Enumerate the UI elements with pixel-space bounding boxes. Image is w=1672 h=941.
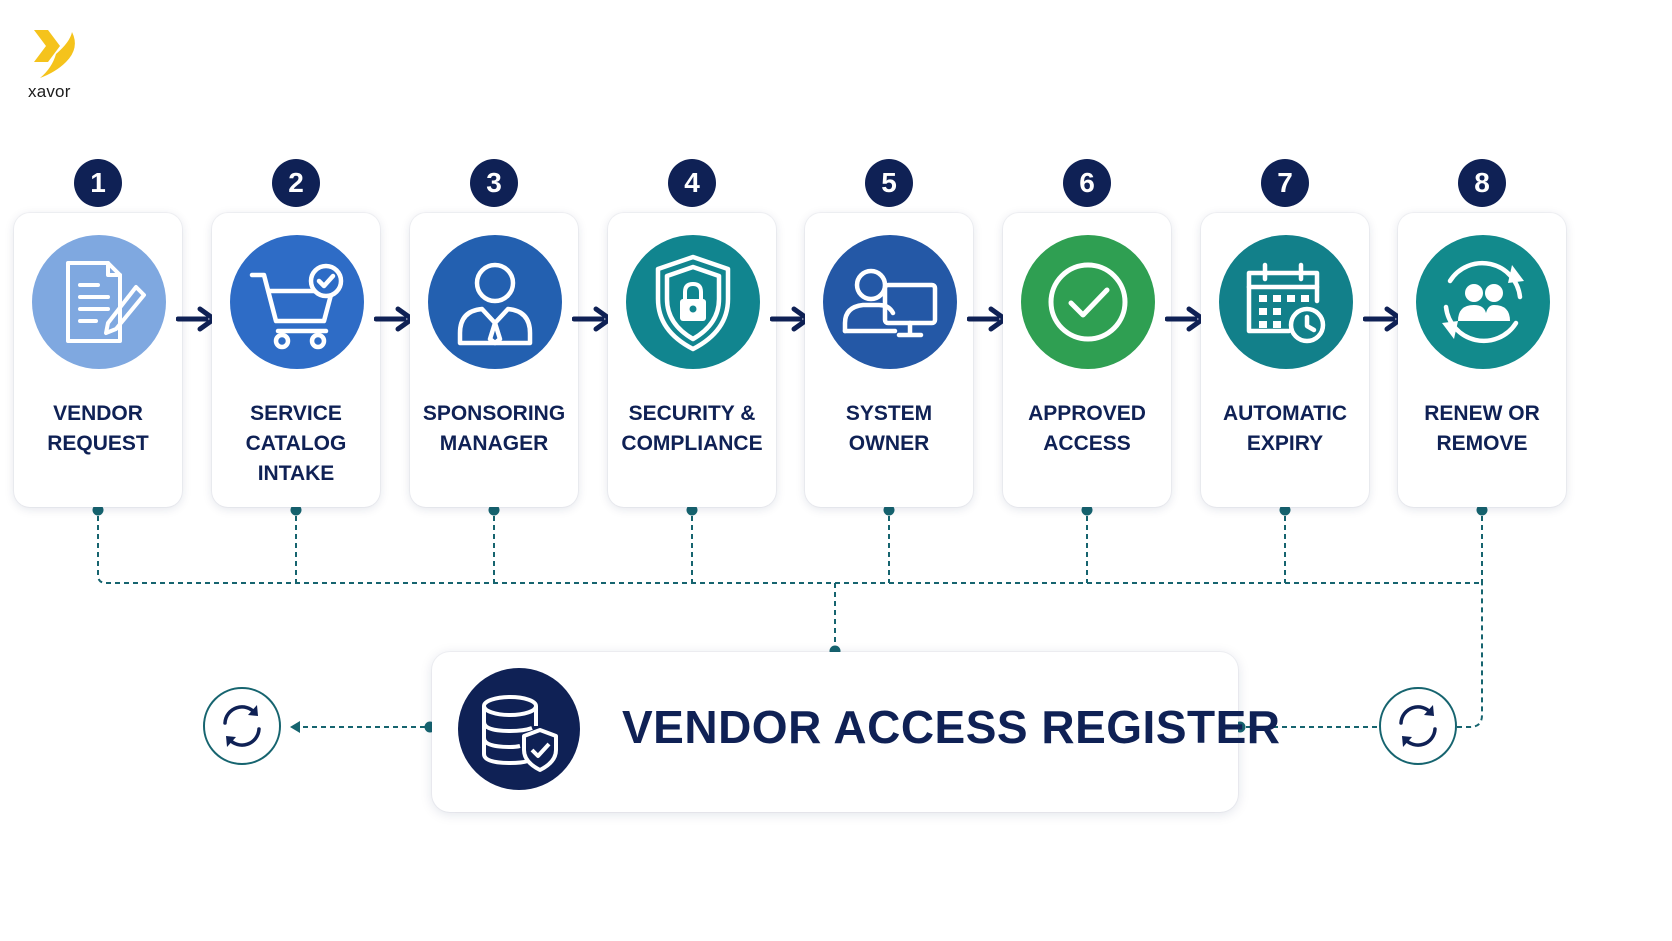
- step-label-line: RENEW OR: [1424, 402, 1540, 425]
- step-label: SYSTEM OWNER: [805, 399, 973, 459]
- shopping-cart-check-icon: [230, 235, 364, 369]
- step-label-line: APPROVED: [1028, 402, 1146, 425]
- step-label: SPONSORING MANAGER: [410, 399, 578, 459]
- step-label-line: CATALOG: [245, 432, 347, 455]
- database-shield-icon: [458, 668, 580, 790]
- step-number-badge: 3: [470, 159, 518, 207]
- sync-left-icon: [203, 687, 281, 765]
- connector-dot: [686, 504, 698, 516]
- step-label-line: VENDOR: [53, 402, 143, 425]
- step-label-line: SYSTEM: [845, 402, 933, 425]
- step-card: SPONSORING MANAGER: [410, 213, 578, 507]
- step-number-badge: 1: [74, 159, 122, 207]
- step-card: SYSTEM OWNER: [805, 213, 973, 507]
- xavor-x-mark-icon: [34, 30, 75, 78]
- step-label: SERVICE CATALOG INTAKE: [212, 399, 380, 489]
- step-number-badge: 4: [668, 159, 716, 207]
- step-card: VENDOR REQUEST: [14, 213, 182, 507]
- connector-dot: [488, 504, 500, 516]
- step-label-line: INTAKE: [257, 462, 335, 485]
- connector-dot: [883, 504, 895, 516]
- renew-users-icon: [1416, 235, 1550, 369]
- connector-dot: [290, 504, 302, 516]
- document-pencil-icon: [32, 235, 166, 369]
- step-label-line: COMPLIANCE: [621, 432, 763, 455]
- logo-text: xavor: [28, 82, 71, 101]
- step-number-badge: 8: [1458, 159, 1506, 207]
- step-label: AUTOMATIC EXPIRY: [1201, 399, 1369, 459]
- register-title: VENDOR ACCESS REGISTER: [622, 701, 1281, 753]
- step-label-line: AUTOMATIC: [1222, 402, 1348, 425]
- step-card: APPROVED ACCESS: [1003, 213, 1171, 507]
- step-label: RENEW OR REMOVE: [1398, 399, 1566, 459]
- step-label: APPROVED ACCESS: [1003, 399, 1171, 459]
- connector-dot: [1081, 504, 1093, 516]
- sync-right-icon: [1379, 687, 1457, 765]
- step-label-line: MANAGER: [439, 432, 549, 455]
- step-label: SECURITY & COMPLIANCE: [608, 399, 776, 459]
- step-card: SECURITY & COMPLIANCE: [608, 213, 776, 507]
- step-number-badge: 7: [1261, 159, 1309, 207]
- step-label-line: SECURITY &: [628, 402, 756, 425]
- step-card: SERVICE CATALOG INTAKE: [212, 213, 380, 507]
- step-number-badge: 6: [1063, 159, 1111, 207]
- connector-line: [1457, 583, 1483, 728]
- connector-line: [97, 516, 107, 584]
- step-number-badge: 5: [865, 159, 913, 207]
- vendor-access-register: VENDOR ACCESS REGISTER: [432, 652, 1280, 812]
- person-computer-icon: [823, 235, 957, 369]
- step-label-line: ACCESS: [1043, 432, 1131, 455]
- xavor-logo: xavor: [26, 28, 90, 101]
- step-label-line: OWNER: [848, 432, 930, 455]
- calendar-clock-icon: [1219, 235, 1353, 369]
- connector-dot: [1279, 504, 1291, 516]
- step-label-line: REMOVE: [1436, 432, 1528, 455]
- step-label-line: EXPIRY: [1246, 432, 1324, 455]
- step-card: RENEW OR REMOVE: [1398, 213, 1566, 507]
- step-card: AUTOMATIC EXPIRY: [1201, 213, 1369, 507]
- connector-dot: [1476, 504, 1488, 516]
- connector-arrowhead: [290, 721, 300, 733]
- manager-person-icon: [428, 235, 562, 369]
- step-label-line: SERVICE: [250, 402, 342, 425]
- step-label-line: REQUEST: [47, 432, 149, 455]
- shield-lock-icon: [626, 235, 760, 369]
- step-number-badge: 2: [272, 159, 320, 207]
- step-label-line: SPONSORING: [422, 402, 566, 425]
- step-label: VENDOR REQUEST: [14, 399, 182, 459]
- checkmark-circle-icon: [1021, 235, 1155, 369]
- connector-dot: [92, 504, 104, 516]
